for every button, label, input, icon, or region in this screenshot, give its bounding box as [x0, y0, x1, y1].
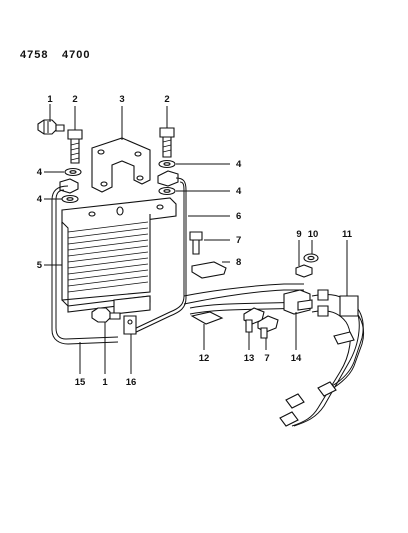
callout-1: 1 [47, 94, 53, 105]
callout-1: 1 [102, 377, 108, 388]
callout-4: 4 [37, 194, 43, 205]
part-7-bolt-upper [189, 231, 203, 255]
callout-14: 14 [291, 353, 302, 364]
callout-4: 4 [236, 159, 242, 170]
callout-3: 3 [119, 94, 124, 105]
drawing: 1 2 3 2 4 4 4 4 6 7 8 9 10 11 5 12 13 7 … [37, 94, 365, 427]
part-16-clamp [123, 315, 137, 335]
callout-11: 11 [342, 229, 353, 240]
callout-12: 12 [199, 353, 210, 364]
callout-15: 15 [75, 377, 86, 388]
callout-7: 7 [264, 353, 269, 364]
part-10-washer [303, 253, 319, 263]
callout-7: 7 [236, 235, 241, 246]
callout-2: 2 [164, 94, 169, 105]
callout-6: 6 [236, 211, 241, 222]
callout-4: 4 [37, 167, 43, 178]
callout-2: 2 [72, 94, 77, 105]
header-code-left: 4758 [20, 49, 48, 61]
part-1-fitting-top [37, 119, 65, 135]
part-2-bolt-right [159, 127, 175, 158]
leader-lines [44, 104, 348, 374]
part-11-hose-assembly [279, 289, 365, 427]
callout-16: 16 [126, 377, 137, 388]
part-1-fitting-bottom [91, 307, 121, 323]
part-9-nut [295, 264, 313, 278]
part-5-oil-cooler [61, 197, 177, 315]
callout-4: 4 [236, 186, 242, 197]
callout-13: 13 [244, 353, 255, 364]
part-12-clamp [190, 311, 224, 325]
part-13-bolt [243, 307, 265, 333]
part-14-joint [283, 289, 313, 315]
part-8-clamp [191, 261, 227, 279]
part-7-bolt-lower [257, 315, 279, 339]
part-2-bolt-left [67, 129, 83, 164]
header-code-right: 4700 [62, 49, 90, 61]
callout-10: 10 [308, 229, 319, 240]
part-3-bracket [91, 137, 151, 193]
callout-8: 8 [236, 257, 241, 268]
eye-fittings [59, 170, 179, 194]
callout-9: 9 [296, 229, 301, 240]
callout-numbers: 1 2 3 2 4 4 4 4 6 7 8 9 10 11 5 12 13 7 … [37, 94, 353, 388]
callout-5: 5 [37, 260, 43, 271]
